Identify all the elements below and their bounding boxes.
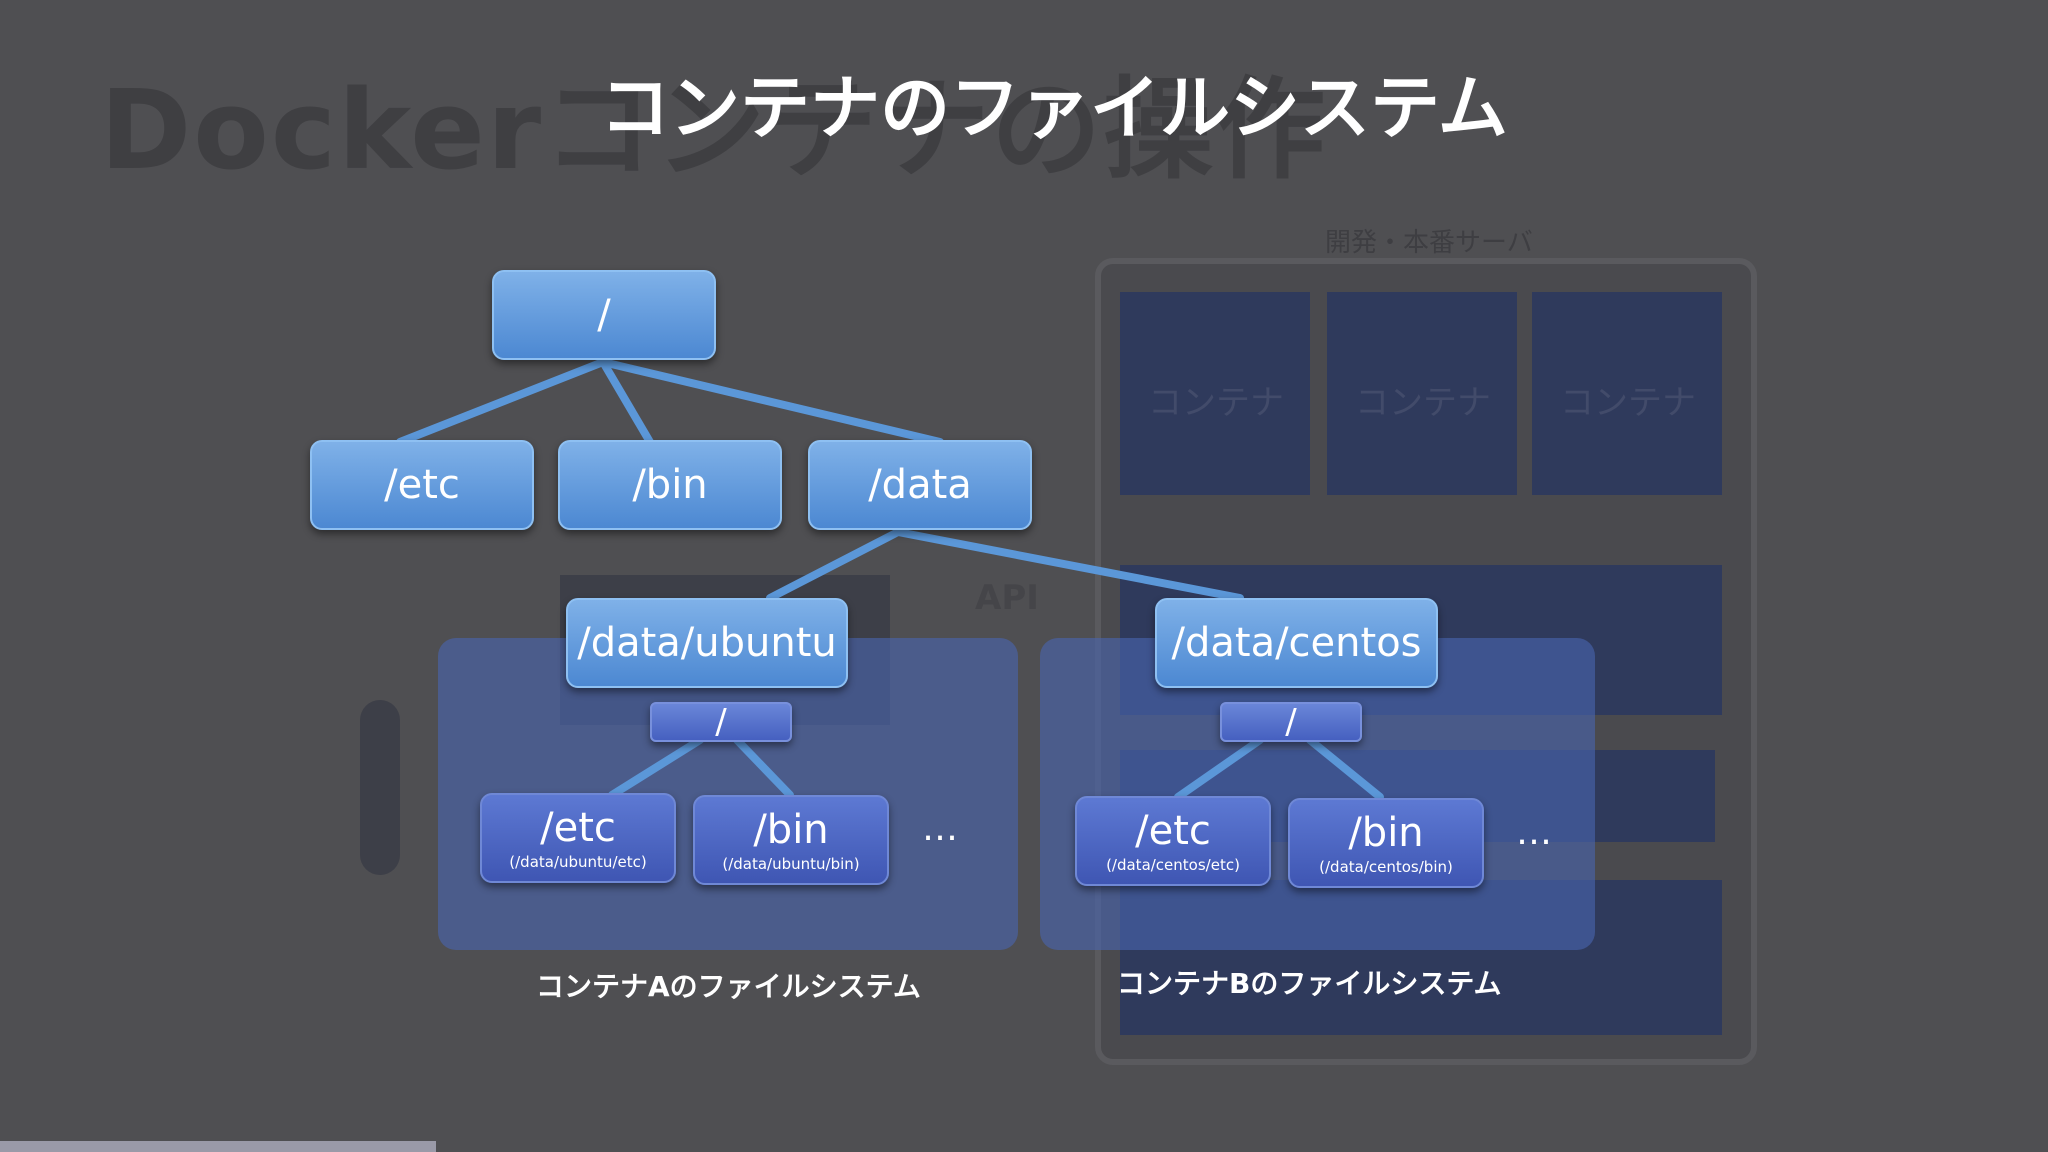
container-b-bin-label: /bin bbox=[1348, 810, 1424, 856]
container-b-bin-path: (/data/centos/bin) bbox=[1319, 858, 1453, 876]
node-root-label: / bbox=[597, 292, 611, 338]
node-data-ubuntu-label: /data/ubuntu bbox=[577, 620, 837, 666]
edge-root-data bbox=[599, 358, 944, 446]
container-a-etc: /etc (/data/ubuntu/etc) bbox=[480, 793, 676, 883]
container-a-etc-path: (/data/ubuntu/etc) bbox=[509, 853, 647, 871]
container-b-etc-label: /etc bbox=[1135, 808, 1211, 854]
container-a-caption: コンテナAのファイルシステム bbox=[536, 970, 921, 1003]
container-b-etc-path: (/data/centos/etc) bbox=[1106, 856, 1240, 874]
node-etc-label: /etc bbox=[384, 462, 460, 508]
edge-b-root-bin bbox=[1306, 736, 1384, 801]
container-a-bin-path: (/data/ubuntu/bin) bbox=[722, 855, 860, 873]
edge-data-ubuntu bbox=[766, 528, 902, 602]
node-data-ubuntu: /data/ubuntu bbox=[566, 598, 848, 688]
slide-title: コンテナのファイルシステム bbox=[600, 67, 1508, 149]
edge-root-bin bbox=[599, 358, 654, 446]
container-b-caption: コンテナBのファイルシステム bbox=[1117, 967, 1502, 1000]
node-data-centos-label: /data/centos bbox=[1171, 620, 1422, 666]
edge-a-root-bin bbox=[733, 736, 794, 799]
edge-root-etc bbox=[396, 358, 607, 446]
container-a-root-label: / bbox=[715, 702, 727, 742]
container-b-etc: /etc (/data/centos/etc) bbox=[1075, 796, 1271, 886]
container-a-etc-label: /etc bbox=[540, 805, 616, 851]
node-data-centos: /data/centos bbox=[1155, 598, 1438, 688]
container-b-root: / bbox=[1220, 702, 1362, 742]
container-b-ellipsis: … bbox=[1516, 812, 1552, 853]
container-a-bin-label: /bin bbox=[753, 807, 829, 853]
progress-bar bbox=[0, 1141, 436, 1152]
container-a-bin: /bin (/data/ubuntu/bin) bbox=[693, 795, 889, 885]
edge-a-root-etc bbox=[608, 736, 704, 799]
edge-data-centos bbox=[894, 528, 1244, 602]
container-a-root: / bbox=[650, 702, 792, 742]
node-bin: /bin bbox=[558, 440, 782, 530]
container-b-region bbox=[1040, 638, 1595, 950]
container-b-bin: /bin (/data/centos/bin) bbox=[1288, 798, 1484, 888]
node-root: / bbox=[492, 270, 716, 360]
node-data-label: /data bbox=[868, 462, 972, 508]
node-bin-label: /bin bbox=[632, 462, 708, 508]
node-data: /data bbox=[808, 440, 1032, 530]
container-a-ellipsis: … bbox=[922, 808, 958, 849]
node-etc: /etc bbox=[310, 440, 534, 530]
container-b-root-label: / bbox=[1285, 702, 1297, 742]
edge-b-root-etc bbox=[1174, 736, 1264, 801]
